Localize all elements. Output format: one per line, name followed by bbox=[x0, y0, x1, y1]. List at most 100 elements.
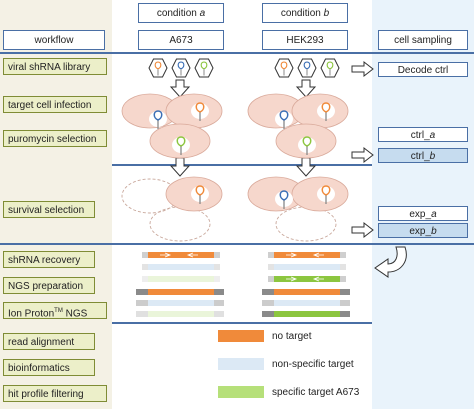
adapter bbox=[136, 289, 148, 295]
infected-cells-a bbox=[121, 93, 223, 159]
nucleus bbox=[172, 137, 190, 153]
step-label: hit profile filtering bbox=[8, 389, 84, 400]
read-blue bbox=[148, 264, 214, 270]
step-label: NGS bbox=[62, 308, 88, 320]
step-ion-proton-ngs: Ion ProtonTM NGS bbox=[3, 302, 107, 319]
condition-a-letter: a bbox=[199, 8, 206, 19]
adapter bbox=[340, 311, 350, 317]
read-flank bbox=[340, 276, 346, 282]
hexagon-icon bbox=[194, 58, 214, 78]
adapter bbox=[340, 289, 350, 295]
recovered-reads-a bbox=[142, 252, 220, 282]
cell-sampling-header: cell sampling bbox=[378, 30, 468, 50]
read-flank bbox=[268, 252, 274, 258]
read-green bbox=[274, 311, 340, 317]
step-bioinformatics: bioinformatics bbox=[3, 359, 95, 376]
read-blue bbox=[274, 264, 340, 270]
adapter bbox=[136, 311, 148, 317]
condition-b-header: condition b bbox=[262, 3, 348, 23]
adapter bbox=[214, 311, 224, 317]
right-arrow-icon bbox=[351, 221, 374, 239]
read-green bbox=[148, 276, 214, 282]
dead-cell bbox=[149, 206, 211, 242]
adapter bbox=[262, 311, 274, 317]
step-label: survival selection bbox=[8, 205, 85, 216]
read-green bbox=[274, 276, 340, 282]
library-hexagons-b bbox=[274, 58, 340, 78]
ctrl-b-box: ctrl_b bbox=[378, 148, 468, 163]
read-arrows bbox=[286, 276, 324, 282]
adapter bbox=[262, 300, 274, 306]
exp-a-box: exp_a bbox=[378, 206, 468, 221]
read-blue bbox=[148, 300, 214, 306]
read-orange bbox=[148, 252, 214, 258]
read-orange bbox=[274, 289, 340, 295]
ctrl-b-prefix: ctrl_ bbox=[410, 151, 430, 162]
separator-3 bbox=[0, 243, 474, 245]
separator-2 bbox=[112, 164, 372, 166]
decode-ctrl-box: Decode ctrl bbox=[378, 62, 468, 77]
legend-swatch-non-specific bbox=[218, 358, 264, 370]
nucleus bbox=[191, 186, 209, 202]
legend-no-target-label: no target bbox=[272, 331, 312, 342]
ngs-reads-b bbox=[262, 289, 350, 317]
down-arrow-icon bbox=[169, 157, 191, 177]
legend-non-specific-label: non-specific target bbox=[272, 359, 354, 370]
hexagon-icon bbox=[274, 58, 294, 78]
exp-a-letter: a bbox=[431, 209, 437, 220]
condition-b-prefix: condition bbox=[280, 8, 324, 19]
workflow-header: workflow bbox=[3, 30, 105, 50]
separator-1 bbox=[0, 52, 474, 54]
read-flank bbox=[268, 276, 274, 282]
read-green bbox=[148, 311, 214, 317]
ctrl-b-letter: b bbox=[429, 151, 436, 162]
legend-swatch-specific bbox=[218, 386, 264, 398]
cell-line-a-box: A673 bbox=[138, 30, 224, 50]
right-arrow-icon bbox=[351, 60, 374, 78]
read-orange bbox=[148, 289, 214, 295]
ctrl-a-box: ctrl_a bbox=[378, 127, 468, 142]
adapter bbox=[340, 300, 350, 306]
condition-a-prefix: condition bbox=[156, 8, 200, 19]
condition-b-letter: b bbox=[323, 8, 330, 19]
read-flank bbox=[142, 264, 148, 270]
dead-cell bbox=[275, 206, 337, 242]
nucleus bbox=[149, 111, 167, 127]
step-label: puromycin selection bbox=[8, 134, 97, 145]
read-flank bbox=[214, 252, 220, 258]
workflow-header-label: workflow bbox=[34, 35, 74, 46]
nucleus bbox=[275, 191, 293, 207]
step-label: shRNA recovery bbox=[8, 255, 81, 266]
step-label: read alignment bbox=[8, 337, 75, 348]
condition-a-header: condition a bbox=[138, 3, 224, 23]
curved-return-arrow-icon bbox=[374, 246, 407, 278]
step-hit-profile-filtering: hit profile filtering bbox=[3, 385, 107, 402]
down-arrow-icon bbox=[295, 157, 317, 177]
recovered-reads-b bbox=[268, 252, 346, 282]
read-arrows bbox=[286, 252, 324, 258]
read-flank bbox=[142, 252, 148, 258]
nucleus bbox=[298, 137, 316, 153]
read-flank bbox=[214, 276, 220, 282]
hexagon-icon bbox=[148, 58, 168, 78]
decode-ctrl-label: Decode ctrl bbox=[397, 65, 449, 76]
read-arrows bbox=[160, 252, 198, 258]
nucleus bbox=[317, 103, 335, 119]
step-label: NGS preparation bbox=[8, 281, 84, 292]
step-read-alignment: read alignment bbox=[3, 333, 95, 350]
cell-line-b-box: HEK293 bbox=[262, 30, 348, 50]
read-flank bbox=[340, 264, 346, 270]
legend-specific-label: specific target A673 bbox=[272, 387, 360, 398]
exp-b-letter: b bbox=[431, 226, 437, 237]
adapter bbox=[136, 300, 148, 306]
step-puromycin-selection: puromycin selection bbox=[3, 130, 107, 147]
ctrl-a-prefix: ctrl_ bbox=[410, 130, 430, 141]
exp-b-prefix: exp_ bbox=[409, 226, 432, 237]
adapter bbox=[214, 289, 224, 295]
step-label: target cell infection bbox=[8, 100, 92, 111]
step-label: Ion Proton bbox=[8, 308, 55, 320]
step-label: viral shRNA library bbox=[8, 62, 91, 73]
read-flank bbox=[340, 252, 346, 258]
step-label: bioinformatics bbox=[8, 363, 70, 374]
